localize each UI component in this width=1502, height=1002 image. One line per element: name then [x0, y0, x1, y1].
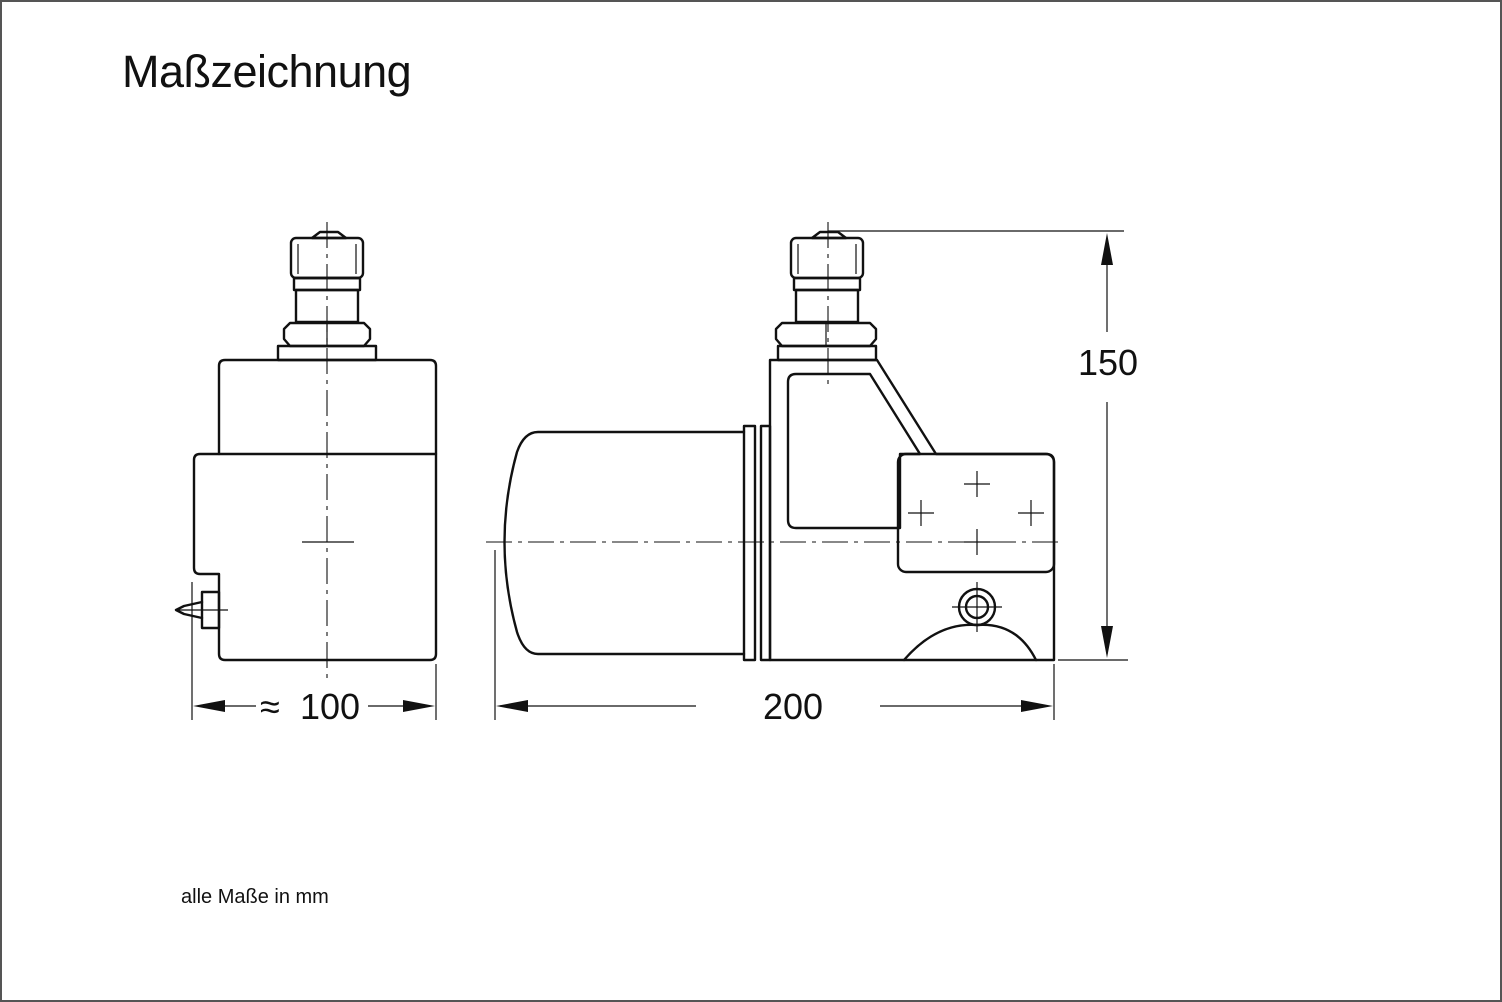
width-approx-symbol: ≈ — [260, 686, 280, 727]
side-foot-arc — [902, 623, 1038, 662]
side-motor-cylinder — [503, 430, 746, 656]
height-dimension-label: 150 — [1078, 342, 1138, 383]
width-dimension-label: 100 — [300, 686, 360, 727]
side-cable-gland — [774, 230, 878, 362]
front-housing-body — [192, 452, 438, 662]
length-dimension-label: 200 — [763, 686, 823, 727]
side-flange-inner — [759, 424, 772, 662]
units-note: alle Maße in mm — [181, 886, 329, 908]
front-view — [174, 222, 438, 678]
side-inner-recess — [786, 372, 922, 530]
side-terminal-plate — [896, 452, 1056, 574]
side-flange-outer — [742, 424, 757, 662]
side-body — [768, 358, 1056, 662]
page-title: Maßzeichnung — [122, 46, 412, 97]
terminal-crosshairs — [908, 471, 1044, 555]
side-view — [486, 222, 1064, 662]
dimension-lines — [191, 230, 1128, 720]
front-side-pin — [174, 590, 228, 630]
